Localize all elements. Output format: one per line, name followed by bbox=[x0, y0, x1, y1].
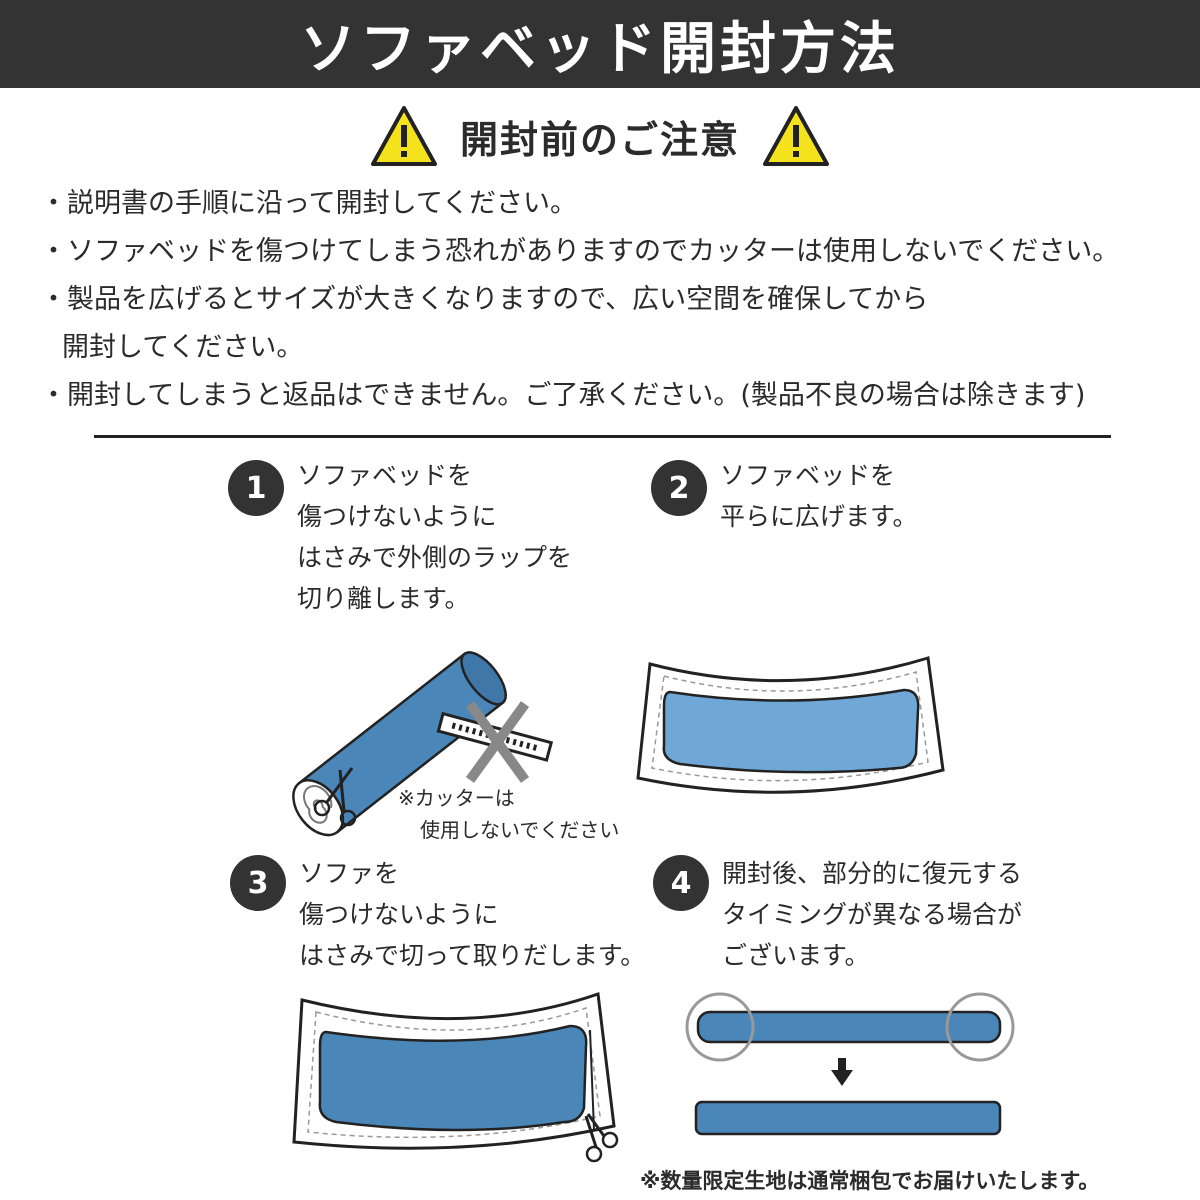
notice-heading: 開封前のご注意 bbox=[0, 104, 1200, 168]
rolled-sofa-illustration bbox=[292, 651, 507, 837]
step-number-2: 2 bbox=[651, 460, 707, 516]
step-1-text: ソファベッドを 傷つけないように はさみで外側のラップを 切り離します。 bbox=[297, 455, 572, 619]
notice-item-line: 開封してください。 bbox=[62, 332, 304, 363]
step-3-line: はさみで切って取りだします。 bbox=[299, 941, 646, 970]
divider bbox=[94, 435, 1111, 438]
notice-item-line: ・製品を広げるとサイズが大きくなりますので、広い空間を確保してから bbox=[40, 284, 929, 315]
highlight-circle-right bbox=[945, 992, 1015, 1062]
restoring-cushion-illustration bbox=[685, 992, 1015, 1136]
step-1-line: ソファベッドを bbox=[297, 461, 473, 490]
notice-item: ・ソファベッドを傷つけてしまう恐れがありますのでカッターは使用しないでください。 bbox=[40, 236, 1120, 267]
notice-title: 開封前のご注意 bbox=[459, 117, 740, 162]
notice-list: ・説明書の手順に沿って開封してください。 ・ソファベッドを傷つけてしまう恐れがあ… bbox=[40, 180, 1170, 420]
step-4-line: タイミングが異なる場合が bbox=[722, 900, 1023, 929]
arrow-down-icon bbox=[831, 1058, 853, 1086]
page-header: ソファベッド開封方法 bbox=[0, 0, 1200, 88]
step-4-line: 開封後、部分的に復元する bbox=[722, 859, 1023, 888]
step-4-text: 開封後、部分的に復元する タイミングが異なる場合が ございます。 bbox=[722, 853, 1022, 976]
cutter-warning-note: ※カッターは 使用しないでください bbox=[398, 782, 619, 846]
warning-triangle-icon bbox=[370, 106, 437, 166]
cutter-knife-illustration bbox=[436, 701, 554, 783]
page-title: ソファベッド開封方法 bbox=[300, 16, 900, 82]
step-2-text: ソファベッドを 平らに広げます。 bbox=[720, 455, 918, 537]
scissors-icon bbox=[584, 1113, 619, 1163]
scissors-icon bbox=[313, 767, 357, 827]
step-2-line: 平らに広げます。 bbox=[720, 502, 918, 531]
step-number-3: 3 bbox=[230, 855, 286, 911]
step-1-line: 切り離します。 bbox=[297, 584, 470, 613]
prohibited-cross-icon bbox=[465, 701, 530, 783]
step-3-line: 傷つけないように bbox=[299, 900, 499, 929]
step-1-line: はさみで外側のラップを bbox=[297, 543, 573, 572]
step-number-1: 1 bbox=[228, 460, 284, 516]
footnote: ※数量限定生地は通常梱包でお届けいたします。 bbox=[640, 1169, 1100, 1193]
notice-item: ・製品を広げるとサイズが大きくなりますので、広い空間を確保してから 開封してくだ… bbox=[40, 276, 1170, 372]
step-3-text: ソファを 傷つけないように はさみで切って取りだします。 bbox=[299, 853, 645, 976]
notice-item: ・開封してしまうと返品はできません。ご了承ください。(製品不良の場合は除きます) bbox=[40, 380, 1086, 411]
highlight-circle-left bbox=[685, 992, 755, 1062]
warning-triangle-icon bbox=[763, 106, 829, 166]
cutter-note-line: ※カッターは bbox=[398, 786, 515, 810]
step-number-4: 4 bbox=[653, 855, 709, 911]
cutter-note-line: 使用しないでください bbox=[420, 818, 620, 842]
flattened-sofa-illustration bbox=[636, 656, 945, 794]
notice-item: ・説明書の手順に沿って開封してください。 bbox=[40, 188, 578, 219]
step-2-line: ソファベッドを bbox=[720, 461, 896, 490]
step-4-line: ございます。 bbox=[722, 941, 870, 970]
step-1-line: 傷つけないように bbox=[297, 502, 497, 531]
step-3-line: ソファを bbox=[299, 859, 400, 888]
packaged-sofa-illustration bbox=[292, 991, 619, 1163]
